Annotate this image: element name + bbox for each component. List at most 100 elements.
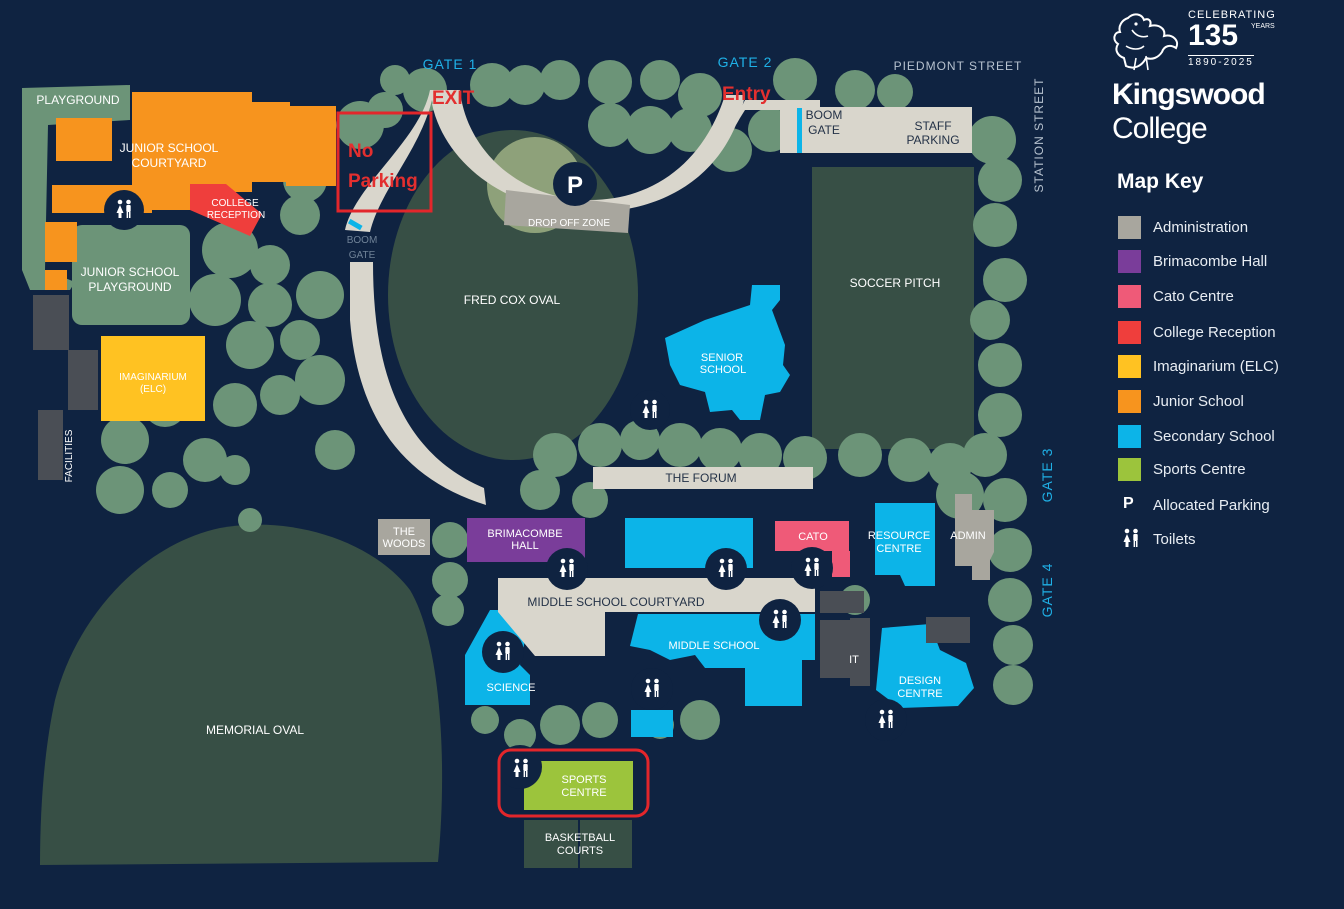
key-swatch — [1118, 321, 1141, 344]
gate-1-label: GATE 1 — [423, 56, 478, 72]
boom-gate-right-label-2: GATE — [808, 123, 840, 137]
drop-off-zone-label: DROP OFF ZONE — [528, 218, 610, 229]
key-item-label: Brimacombe Hall — [1153, 253, 1268, 270]
exit-road — [350, 262, 486, 505]
toilet-icon — [631, 668, 673, 710]
key-item-administration: Administration — [1118, 216, 1338, 240]
woods-label-2: WOODS — [383, 538, 426, 550]
station-street-label: STATION STREET — [1032, 78, 1046, 193]
basketball-court-left — [524, 820, 578, 868]
no-parking-highlight — [336, 111, 433, 213]
boom-gate-left-label-2: GATE — [349, 250, 376, 261]
the-woods-building — [378, 519, 430, 555]
fred-cox-oval-label: FRED COX OVAL — [464, 293, 561, 307]
college-reception-label-2: RECEPTION — [207, 210, 265, 221]
sports-centre-building — [524, 761, 633, 810]
basketball-courts-label-2: COURTS — [557, 845, 603, 857]
admin-building — [955, 494, 994, 580]
key-item-label: Secondary School — [1153, 428, 1275, 445]
key-item-college-reception: College Reception — [1118, 321, 1338, 345]
key-item-label: Imaginarium (ELC) — [1153, 358, 1279, 375]
piedmont-street-label: PIEDMONT STREET — [894, 59, 1023, 73]
key-swatch — [1118, 425, 1141, 448]
parking-marker — [553, 162, 597, 206]
key-swatch — [1118, 250, 1141, 273]
toilet-icon — [865, 699, 907, 741]
boom-gate-right — [797, 108, 802, 153]
key-item-imaginarium: Imaginarium (ELC) — [1118, 355, 1338, 379]
toilet-icon — [1123, 528, 1138, 547]
toilet-icon — [759, 599, 801, 641]
imaginarium-label-1: IMAGINARIUM — [119, 372, 187, 383]
brand-year-range: 1890-2025 — [1188, 55, 1254, 68]
boom-gate-right-label-1: BOOM — [806, 108, 843, 122]
brimacombe-label-2: HALL — [511, 540, 539, 552]
toilet-icon — [791, 547, 833, 589]
basketball-courts-label-1: BASKETBALL — [545, 832, 615, 844]
dragon-logo-icon — [1113, 13, 1178, 71]
science-label: SCIENCE — [487, 682, 536, 694]
resource-centre-building — [875, 503, 935, 586]
it-buildings — [820, 591, 970, 686]
sports-centre-highlight — [497, 748, 650, 818]
forum-label: THE FORUM — [665, 471, 736, 485]
playground-label: PLAYGROUND — [36, 93, 119, 107]
imaginarium-label-2: (ELC) — [140, 384, 166, 395]
key-item-label: Sports Centre — [1153, 461, 1246, 478]
sports-toilet-badge — [498, 745, 542, 789]
college-reception-label-1: COLLEGE — [211, 198, 259, 209]
key-item-label: Junior School — [1153, 393, 1244, 410]
brand-years: YEARS — [1251, 23, 1275, 30]
no-parking-label-parking: Parking — [348, 171, 418, 192]
boom-gate-left-label-1: BOOM — [347, 235, 378, 246]
brand-celebrating: CELEBRATING — [1188, 9, 1276, 21]
staff-parking-label-2: PARKING — [906, 133, 959, 147]
resource-centre-label-1: RESOURCE — [868, 530, 930, 542]
woods-label-1: THE — [393, 526, 415, 538]
middle-school-annex — [631, 710, 673, 737]
middle-school-courtyard — [498, 578, 815, 656]
entry-label: Entry — [722, 84, 771, 105]
junior-playground-area — [72, 225, 190, 325]
drive-road — [345, 90, 745, 232]
basketball-court-right — [580, 820, 632, 868]
junior-school-buildings — [45, 92, 336, 290]
key-item-label: Allocated Parking — [1153, 497, 1270, 514]
cato-annex — [832, 551, 850, 577]
key-item-secondary-school: Secondary School — [1118, 425, 1338, 449]
junior-courtyard-label-2: COURTYARD — [132, 156, 207, 170]
senior-school-label-2: SCHOOL — [700, 364, 746, 376]
soccer-pitch-label: SOCCER PITCH — [850, 276, 941, 290]
toilet-icon — [705, 548, 747, 590]
design-centre-label-1: DESIGN — [899, 675, 941, 687]
key-item-junior-school: Junior School — [1118, 390, 1338, 414]
no-parking-label-no: No — [348, 141, 373, 162]
brimacombe-label-1: BRIMACOMBE — [487, 528, 562, 540]
it-label: IT — [849, 654, 859, 666]
key-swatch — [1118, 216, 1141, 239]
middle-school-label: MIDDLE SCHOOL — [668, 640, 759, 652]
senior-school-building — [665, 285, 790, 420]
key-item-label: College Reception — [1153, 324, 1276, 341]
resource-centre-label-2: CENTRE — [876, 543, 921, 555]
cato-label: CATO — [798, 531, 828, 543]
imaginarium-building — [101, 336, 205, 421]
brand-anniversary-number: 135 — [1188, 19, 1239, 52]
key-item-brimacombe-hall: Brimacombe Hall — [1118, 250, 1338, 274]
facilities-label: FACILITIES — [64, 429, 75, 482]
staff-parking-area — [780, 107, 972, 153]
gate-3-label: GATE 3 — [1039, 448, 1055, 503]
junior-school-grounds — [22, 85, 130, 290]
key-item-cato-centre: Cato Centre — [1118, 285, 1338, 309]
toilet-icon — [546, 548, 588, 590]
key-swatch — [1118, 390, 1141, 413]
junior-courtyard-label-1: JUNIOR SCHOOL — [120, 141, 219, 155]
cato-building — [775, 521, 849, 551]
sports-centre-label-2: CENTRE — [561, 787, 606, 799]
drop-off-zone — [504, 190, 630, 233]
forum-building — [593, 467, 813, 489]
brand-college: College — [1112, 112, 1208, 145]
key-item-label: Administration — [1153, 219, 1249, 236]
